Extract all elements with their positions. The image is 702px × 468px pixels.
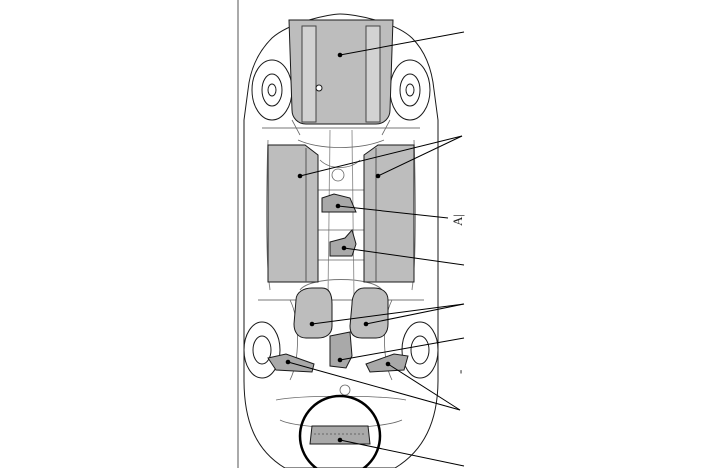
center-bracket-upper (321, 193, 357, 213)
edge-glyph-b: - (452, 370, 467, 374)
front-right-wheel (389, 59, 431, 121)
left-sill-panel (267, 144, 319, 283)
leader-lines (287, 31, 465, 467)
front-panel-hole (315, 84, 323, 92)
leader-rear-bumper-detail (339, 439, 465, 467)
front-panel-right-strip (365, 25, 381, 123)
leader-right-rear-bracket (387, 363, 461, 411)
leader-right-rear-floor (365, 303, 465, 325)
right-rear-floor-panel (349, 287, 389, 339)
wheels (243, 59, 439, 379)
leader-front-panel (339, 31, 465, 56)
leader-center-bracket-upper (337, 205, 449, 219)
rear-bumper-detail-panel (309, 425, 371, 445)
leader-left-sill (299, 135, 463, 177)
shaded-panels (267, 19, 415, 445)
leader-dots (285, 52, 391, 443)
front-left-wheel (251, 59, 293, 121)
leader-left-rear-bracket (287, 361, 461, 411)
leader-rear-center-bracket (339, 337, 465, 361)
rear-center-bracket (329, 331, 353, 369)
center-bracket-lower (329, 228, 357, 257)
car-body-outline (243, 13, 439, 468)
leader-right-sill (377, 135, 463, 177)
rear-left-wheel (243, 321, 281, 379)
rear-right-wheel (401, 321, 439, 379)
left-rear-floor-panel (293, 287, 333, 339)
leader-center-bracket-lower (343, 247, 465, 266)
detail-circle (298, 394, 382, 468)
leader-left-rear-floor (311, 303, 465, 325)
front-panel-left-strip (301, 25, 317, 123)
edge-glyph-a: A| (450, 214, 465, 226)
